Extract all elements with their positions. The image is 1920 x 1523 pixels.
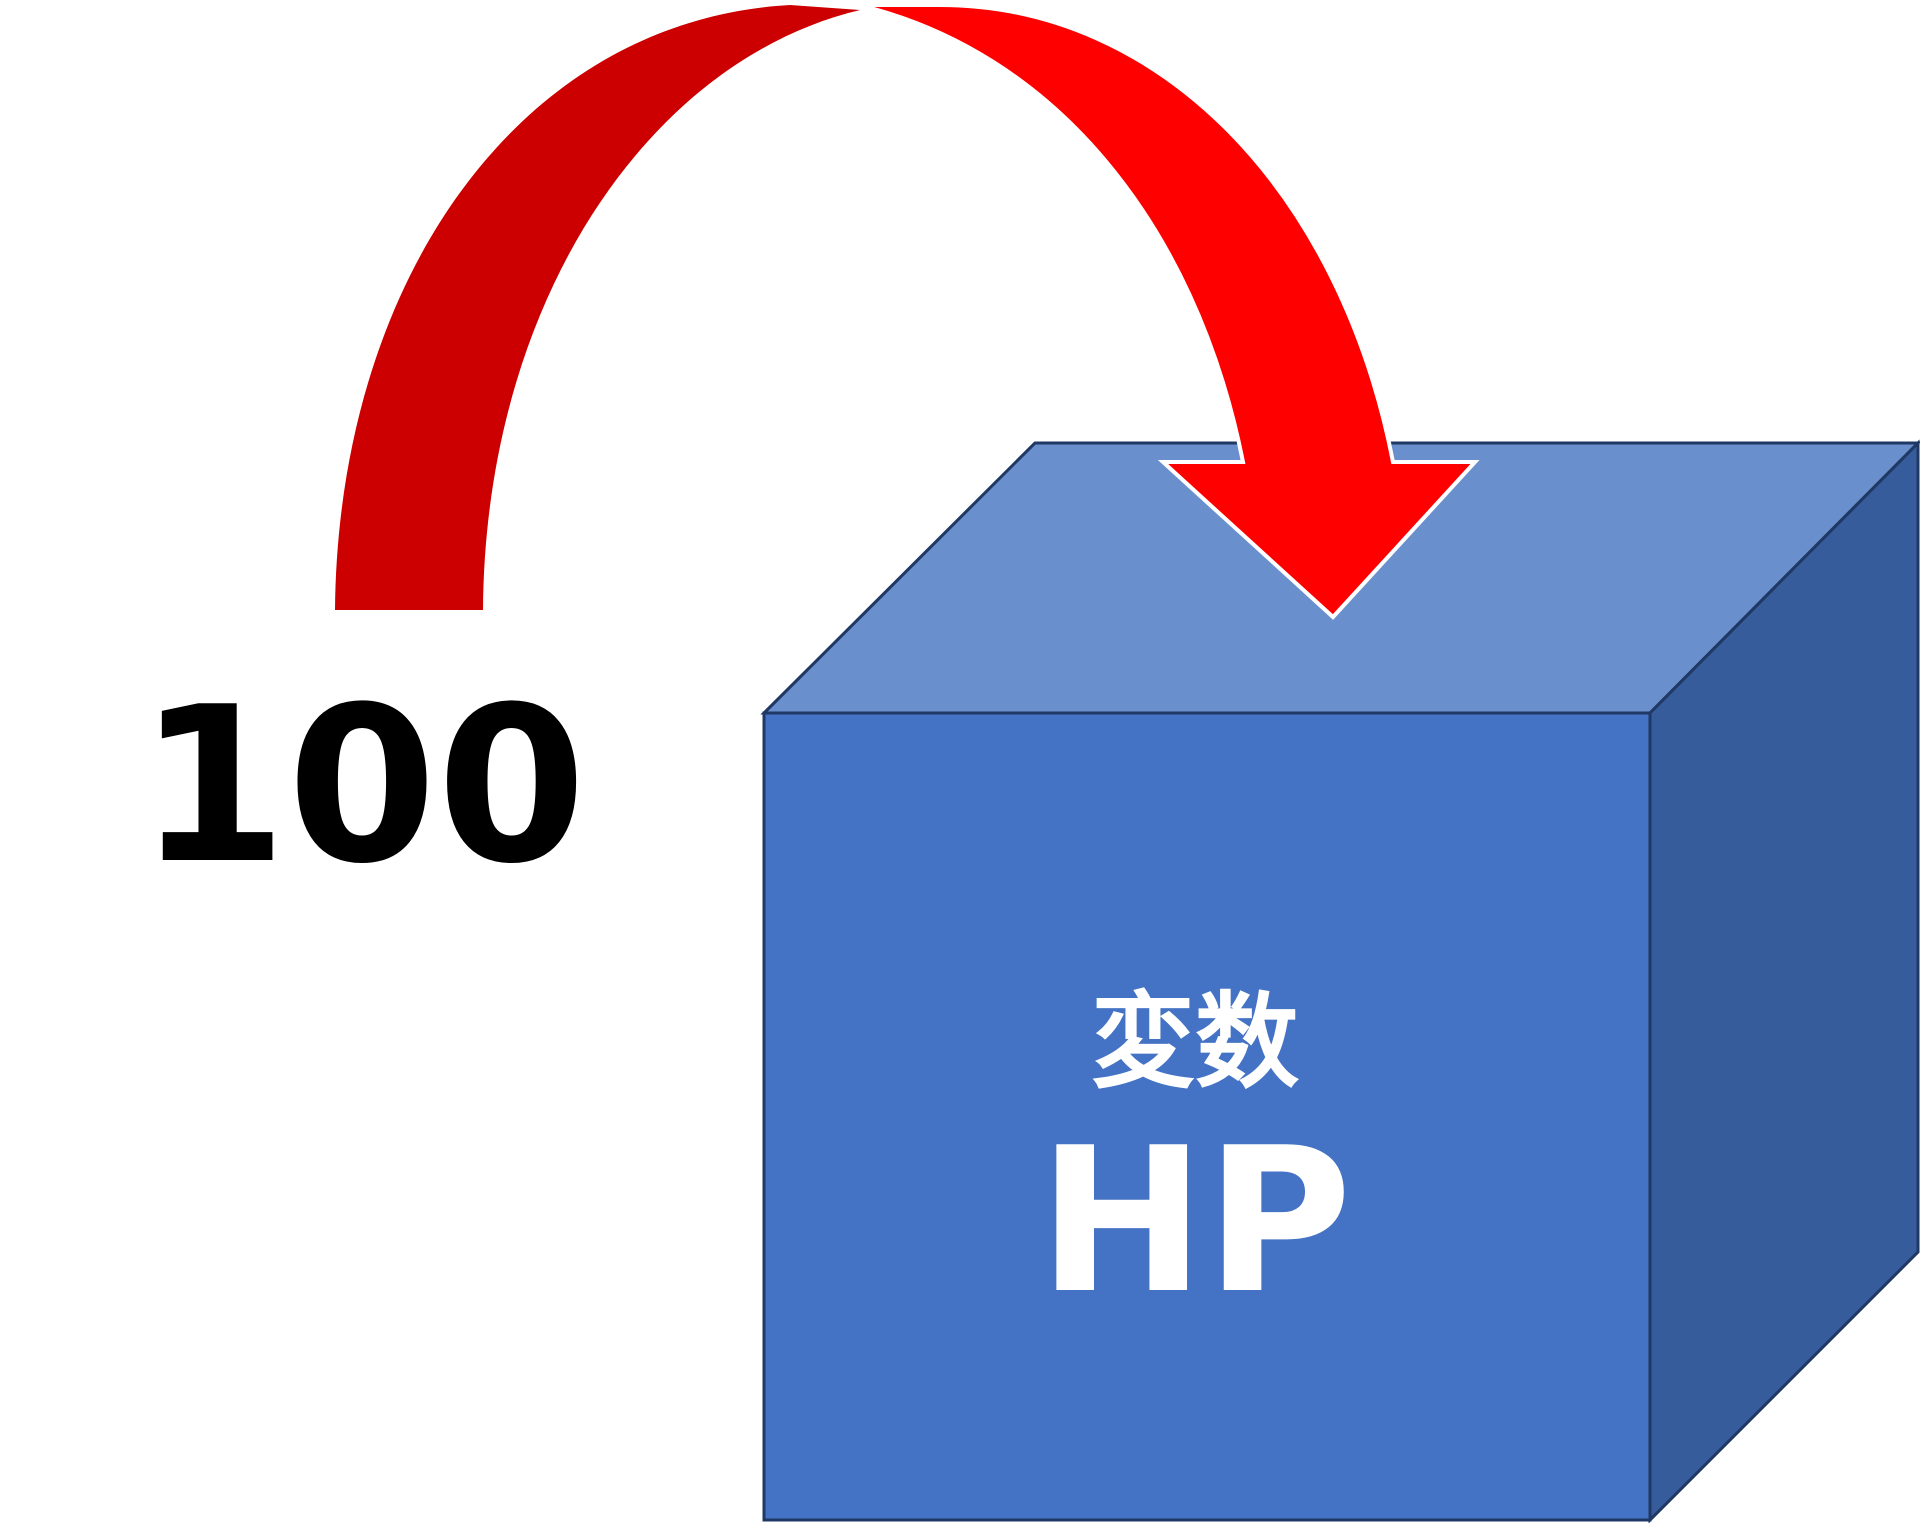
value-label: 100 <box>138 660 587 911</box>
assignment-arrow <box>335 3 1480 620</box>
arrow-head-bright <box>857 3 1480 620</box>
box-front-face <box>762 711 1652 1522</box>
box-title: 変数 <box>1091 981 1299 1103</box>
arrow-tail-dark <box>335 5 860 610</box>
box-name: HP <box>1038 1105 1352 1338</box>
variable-box: 変数 HP <box>760 439 1920 1523</box>
